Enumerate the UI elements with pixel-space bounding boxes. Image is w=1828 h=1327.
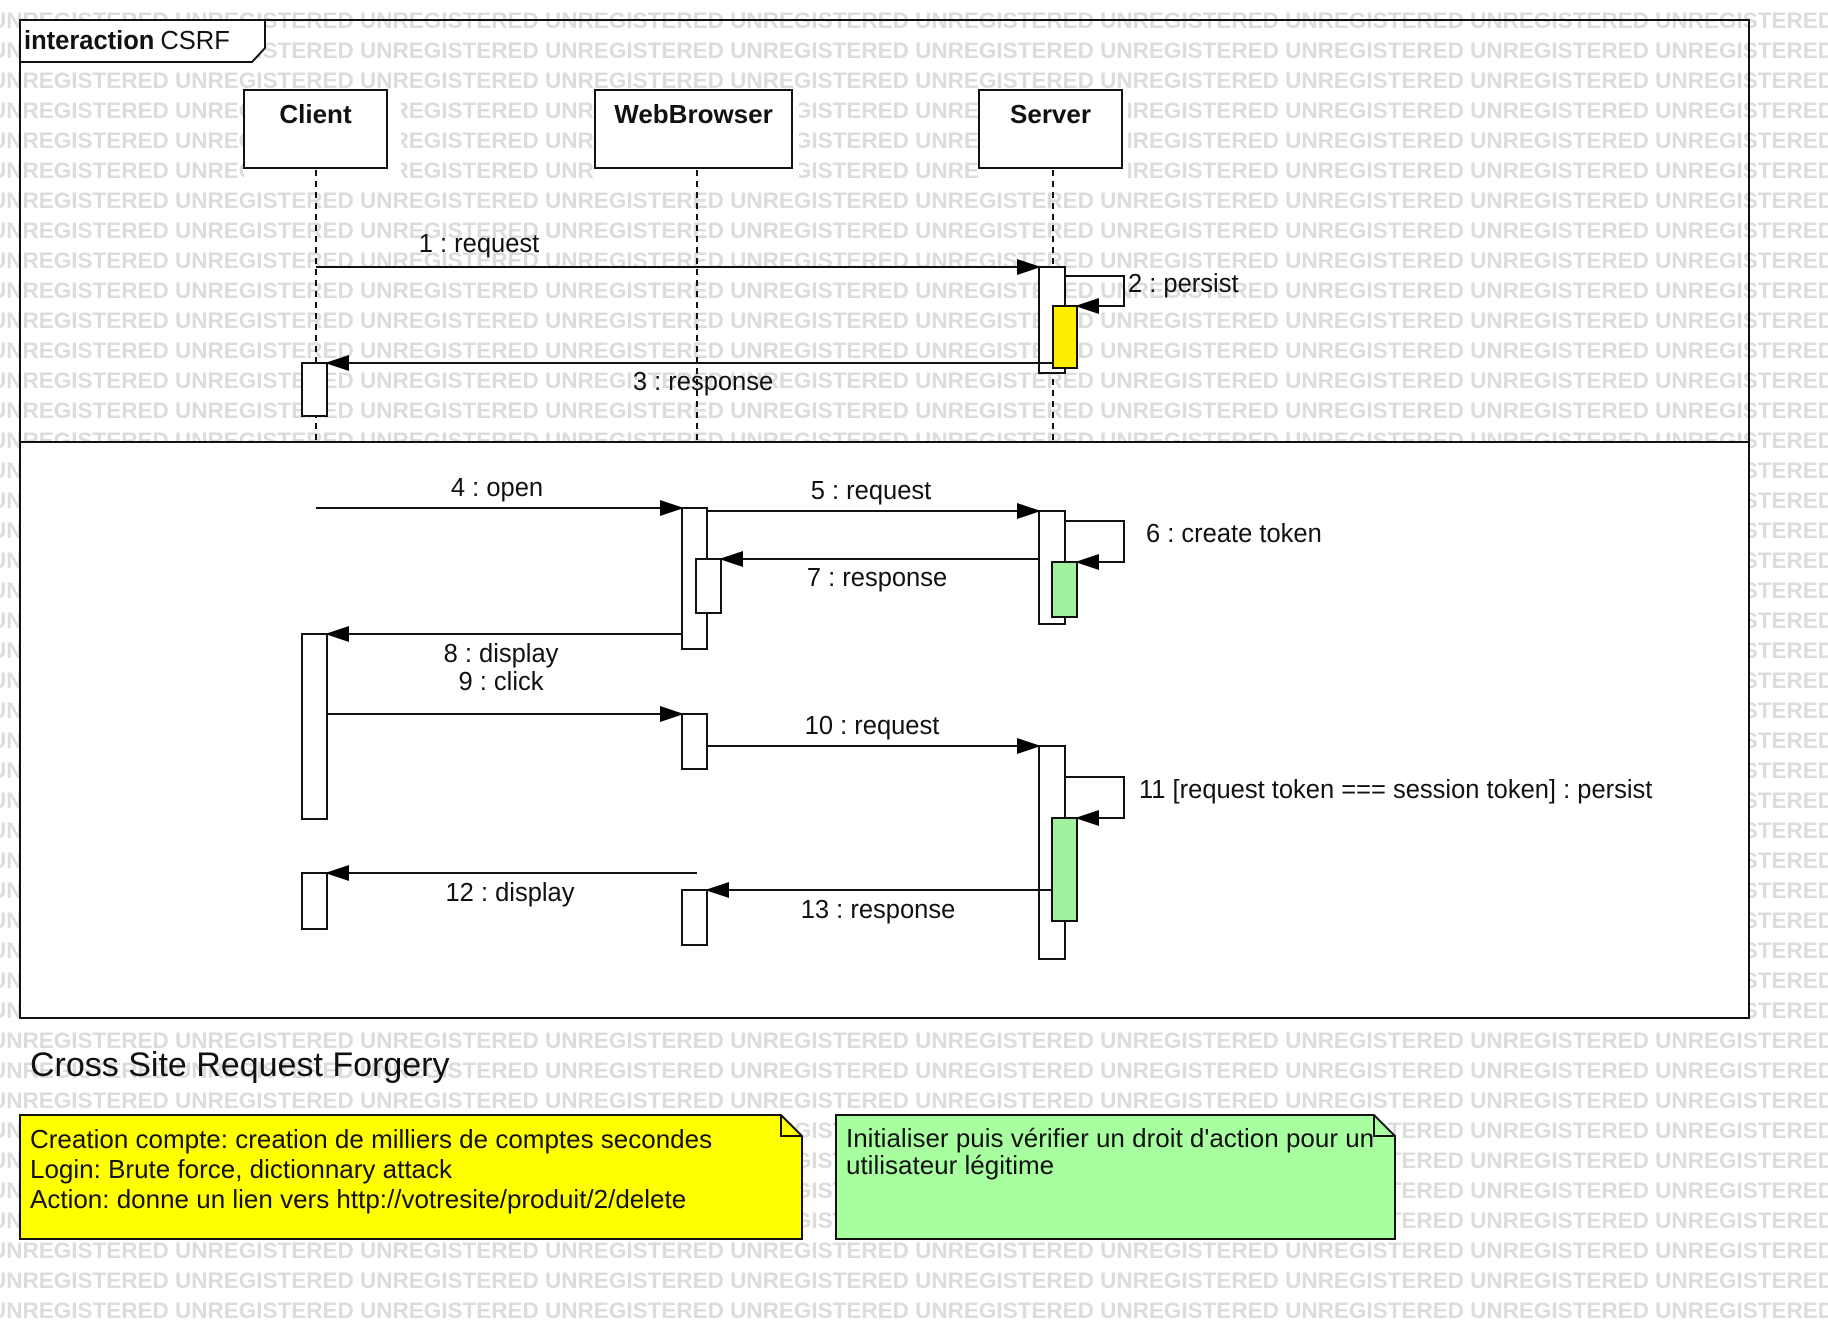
watermark-row: UNREGISTERED UNREGISTERED UNREGISTERED U…: [0, 398, 1828, 423]
message-5-label: 5 : request: [811, 477, 932, 505]
message-3-label: 3 : response: [633, 368, 773, 396]
message-2-arrow: [1065, 275, 1125, 314]
message-6-arrow: [1065, 520, 1125, 570]
message-12-label: 12 : display: [446, 879, 575, 907]
lifeline-server-head: [978, 89, 1123, 169]
note-attacks: [19, 1114, 803, 1240]
message-9-label: 9 : click: [458, 668, 543, 696]
lifeline-browser-head: [594, 89, 793, 169]
message-10-label: 10 : request: [805, 712, 940, 740]
activation-server-create-token: [1051, 561, 1078, 618]
watermark-row: UNREGISTERED UNREGISTERED UNREGISTERED U…: [0, 1238, 1828, 1263]
message-11-arrow: [1065, 776, 1125, 826]
watermark-row: UNREGISTERED UNREGISTERED UNREGISTERED U…: [0, 278, 1828, 303]
frame-keyword: interaction: [24, 27, 154, 55]
message-2-label: 2 : persist: [1128, 270, 1239, 298]
interaction-frame: [19, 19, 1750, 1019]
watermark-row: UNREGISTERED UNREGISTERED UNREGISTERED U…: [0, 1268, 1828, 1293]
message-11-label: 11 [request token === session token] : p…: [1139, 776, 1652, 804]
watermark-row: UNREGISTERED UNREGISTERED UNREGISTERED U…: [0, 188, 1828, 213]
message-13-label: 13 : response: [801, 896, 956, 924]
activation-client-2: [301, 633, 328, 820]
note-defense-fold: [1373, 1115, 1395, 1137]
activation-server-persist: [1052, 305, 1078, 369]
activation-browser-3: [681, 889, 708, 946]
watermark-row: UNREGISTERED UNREGISTERED UNREGISTERED U…: [0, 1088, 1828, 1113]
note-defense-line-1: Initialiser puis vérifier un droit d'act…: [846, 1123, 1374, 1153]
watermark-row: UNREGISTERED UNREGISTERED UNREGISTERED U…: [0, 248, 1828, 273]
message-6-label: 6 : create token: [1146, 520, 1322, 548]
activation-browser-nested: [695, 558, 722, 614]
watermark-row: UNREGISTERED UNREGISTERED UNREGISTERED U…: [0, 1058, 1828, 1083]
watermark-row: UNREGISTERED UNREGISTERED UNREGISTERED U…: [0, 368, 1828, 393]
diagram-caption: Cross Site Request Forgery: [30, 1046, 450, 1084]
note-attacks-fold: [780, 1115, 802, 1137]
activation-client-3: [301, 872, 328, 930]
watermark-row: UNREGISTERED UNREGISTERED UNREGISTERED U…: [0, 1298, 1828, 1322]
watermark-row: UNREGISTERED UNREGISTERED UNREGISTERED U…: [0, 68, 1828, 93]
note-attacks-line-2: Login: Brute force, dictionnary attack: [30, 1154, 453, 1184]
lifeline-server-label: Server: [1010, 99, 1091, 129]
frame-label-box: [19, 19, 266, 63]
message-7-label: 7 : response: [807, 564, 947, 592]
message-8-label: 8 : display: [444, 640, 559, 668]
note-attacks-line-3: Action: donne un lien vers http://votres…: [30, 1184, 686, 1214]
activation-client-1: [301, 362, 328, 417]
activation-server-persist-2: [1051, 817, 1078, 922]
watermark-row: UNREGISTERED UNREGISTERED UNREGISTERED U…: [0, 38, 1828, 63]
watermark-row: UNREGISTERED UNREGISTERED UNREGISTERED U…: [0, 1028, 1828, 1053]
message-4-label: 4 : open: [451, 474, 543, 502]
note-defense: [835, 1114, 1396, 1240]
watermark-row: UNREGISTERED UNREGISTERED UNREGISTERED U…: [0, 338, 1828, 363]
note-attacks-line-1: Creation compte: creation de milliers de…: [30, 1124, 712, 1154]
frame-name: CSRF: [160, 27, 229, 55]
lifeline-client-label: Client: [279, 99, 352, 129]
activation-browser-2: [681, 713, 708, 770]
note-defense-line-2: utilisateur légitime: [846, 1150, 1054, 1180]
watermark-row: UNREGISTERED UNREGISTERED UNREGISTERED U…: [0, 218, 1828, 243]
message-1-label: 1 : request: [419, 230, 540, 258]
watermark-row: UNREGISTERED UNREGISTERED UNREGISTERED U…: [0, 308, 1828, 333]
lifeline-client-head: [243, 89, 388, 169]
lifeline-browser-label: WebBrowser: [614, 99, 772, 129]
